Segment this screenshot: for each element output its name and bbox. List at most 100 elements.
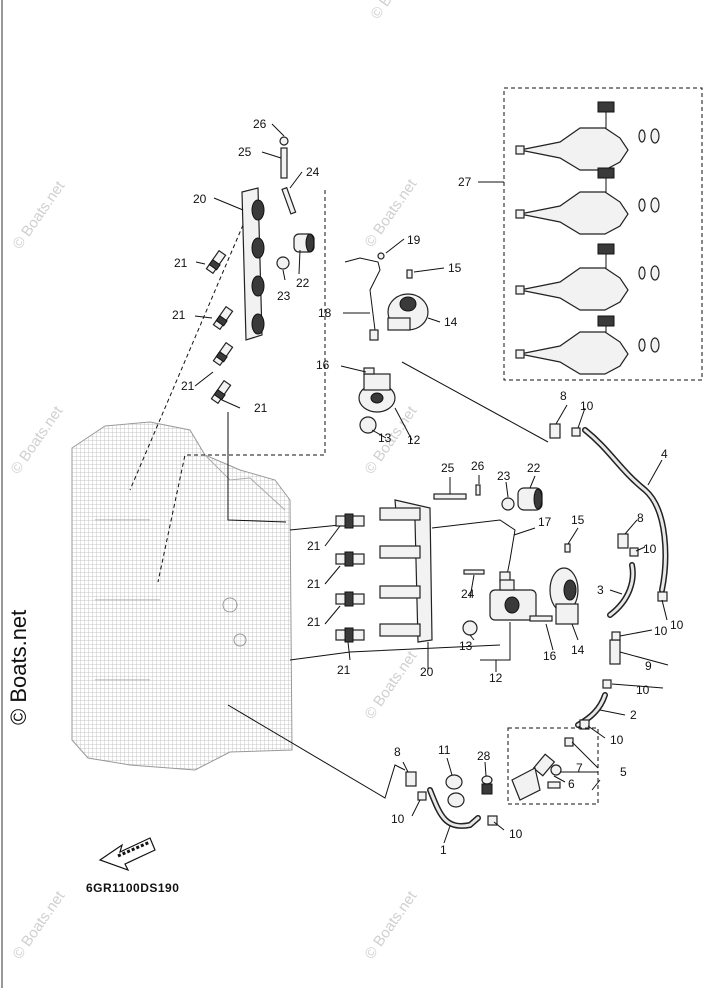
cap-26 [475, 484, 481, 496]
label-1: 1 [440, 843, 447, 857]
clip-10 [417, 791, 427, 801]
screw-24 [463, 569, 485, 575]
label-10: 10 [636, 683, 650, 697]
injector [212, 305, 234, 331]
injector-set-box [478, 87, 703, 381]
rail-port [379, 585, 421, 599]
clip-10 [611, 631, 621, 641]
label-27: 27 [458, 175, 472, 189]
engine-leaders [129, 190, 326, 583]
screw [281, 186, 297, 215]
fuel-rail-20 [394, 499, 433, 643]
pipe-end [369, 329, 379, 341]
rail-port [379, 623, 421, 637]
label-14: 14 [444, 315, 458, 329]
label-21: 21 [174, 256, 188, 270]
clamp-8 [405, 771, 417, 787]
label-16: 16 [316, 358, 330, 372]
screw-15 [564, 543, 571, 553]
svg-text:© Boats.net: © Boats.net [367, 0, 426, 22]
fuel-rail [241, 187, 263, 341]
rail-port [379, 545, 421, 559]
label-2: 2 [630, 708, 637, 722]
pressure-regulator-14 [549, 567, 579, 625]
o-ring-13 [462, 620, 478, 636]
label-24: 24 [306, 165, 320, 179]
label-23: 23 [277, 289, 291, 303]
label-26: 26 [253, 117, 267, 131]
o-ring [276, 256, 290, 270]
label-10: 10 [643, 542, 657, 556]
injector-21 [335, 627, 365, 643]
middle-leaders [324, 475, 579, 672]
label-14: 14 [571, 643, 585, 657]
label-10: 10 [610, 733, 624, 747]
label-28: 28 [477, 749, 491, 763]
fuel-rail-assembly-top [205, 136, 429, 434]
svg-text:© Boats.net: © Boats.net [9, 887, 68, 962]
label-25: 25 [441, 461, 455, 475]
clamp-8 [549, 423, 561, 439]
label-20: 20 [420, 665, 434, 679]
bolt-25 [433, 493, 467, 500]
label-21: 21 [172, 308, 186, 322]
engine-block [71, 421, 293, 771]
diagram-code: 6GR1100DS190 [86, 881, 179, 895]
injector-27 [515, 243, 660, 311]
label-15: 15 [448, 261, 462, 275]
fuel-pipe [344, 257, 381, 331]
screw-16 [529, 615, 553, 622]
cap [279, 136, 289, 146]
clip-10 [629, 547, 639, 557]
injector [212, 341, 234, 367]
clamp-8 [617, 533, 629, 549]
svg-text:© Boats.net: © Boats.net [7, 402, 66, 477]
front-arrow-icon [98, 837, 156, 872]
pressure-regulator [387, 293, 429, 331]
injector [205, 249, 227, 275]
label-8: 8 [560, 389, 567, 403]
filter-body [511, 767, 541, 801]
injector-21 [335, 551, 365, 567]
clip-10 [579, 719, 590, 730]
filter-box-5 [507, 727, 599, 805]
label-21: 21 [337, 663, 351, 677]
svg-text:© Boats.net: © Boats.net [361, 887, 420, 962]
label-10: 10 [670, 618, 684, 632]
label-7: 7 [576, 761, 583, 775]
clip-10 [657, 591, 668, 602]
clip-10 [571, 427, 581, 437]
label-11: 11 [438, 743, 451, 757]
label-10: 10 [654, 624, 668, 638]
fuel-distributor-12 [489, 579, 537, 621]
label-21: 21 [307, 577, 321, 591]
svg-text:© Boats.net: © Boats.net [361, 647, 420, 722]
o-ring-13 [359, 416, 377, 434]
label-16: 16 [543, 649, 557, 663]
label-10: 10 [391, 812, 405, 826]
label-15: 15 [571, 513, 585, 527]
rail-port [379, 507, 421, 521]
label-23: 23 [497, 469, 511, 483]
fuel-pipe-17 [431, 519, 516, 586]
o-ring-23 [501, 497, 515, 511]
label-8: 8 [394, 745, 401, 759]
label-10: 10 [509, 827, 523, 841]
label-26: 26 [471, 459, 485, 473]
injector-27 [515, 101, 660, 171]
clip-28 [481, 775, 493, 795]
label-5: 5 [620, 765, 627, 779]
label-10: 10 [580, 399, 594, 413]
label-24: 24 [461, 587, 475, 601]
top-leaders [194, 123, 549, 523]
label-9: 9 [645, 659, 652, 673]
injector-21 [335, 513, 365, 529]
o-ring-7 [550, 764, 562, 776]
grommet-11 [445, 774, 465, 808]
label-22: 22 [527, 461, 541, 475]
label-6: 6 [568, 777, 575, 791]
label-3: 3 [597, 583, 604, 597]
label-21: 21 [307, 615, 321, 629]
